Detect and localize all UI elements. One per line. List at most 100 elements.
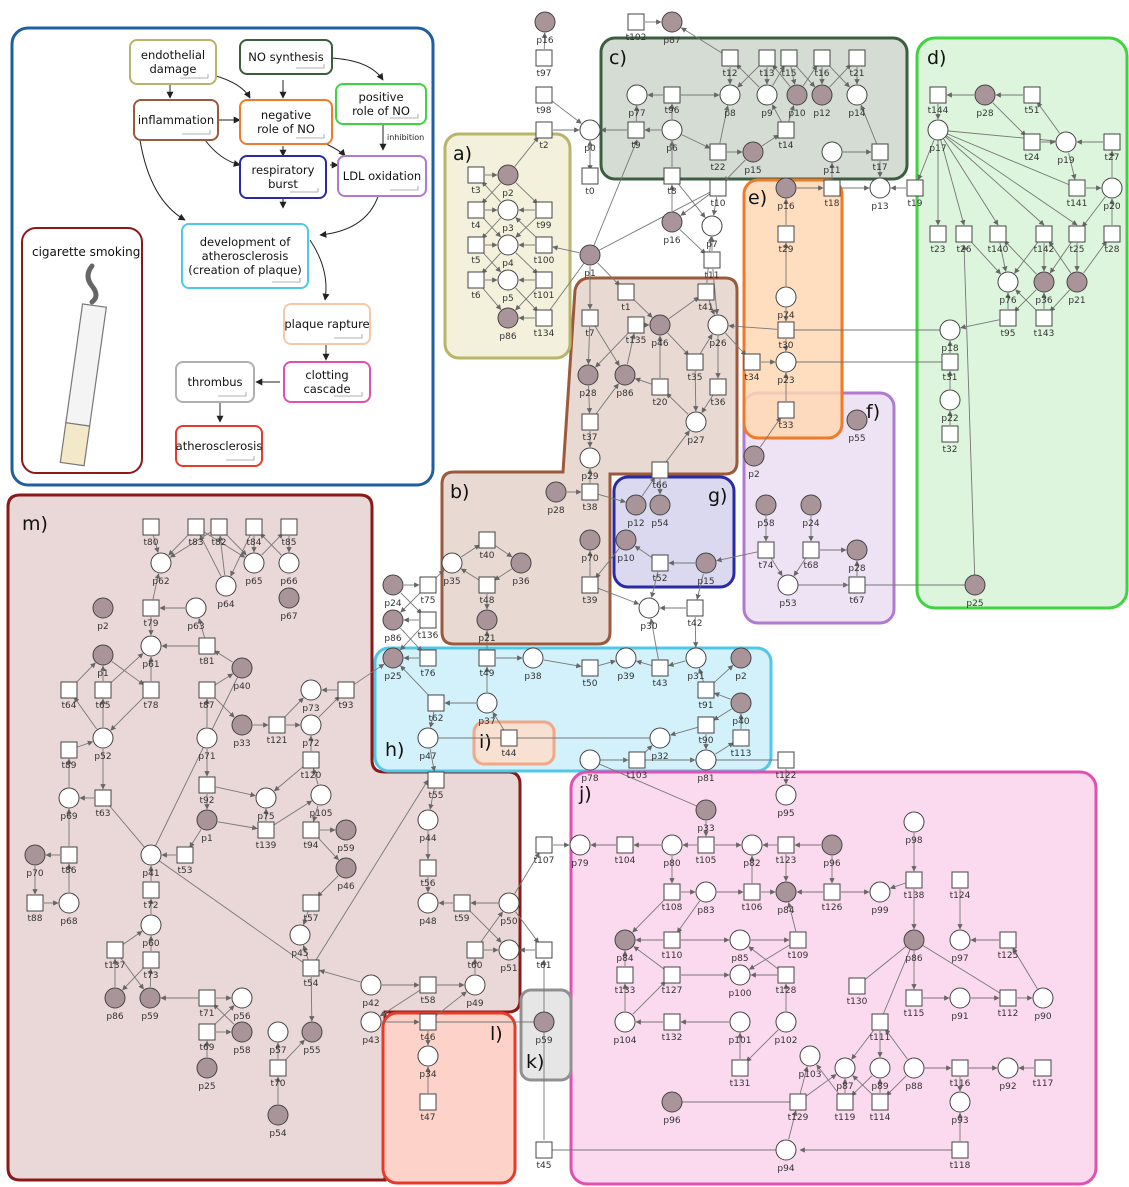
place-label: p103 [799,1070,822,1080]
transition-t54: t54 [302,959,320,989]
transition-t19: t19 [906,179,924,209]
arc [759,416,782,448]
transition-t108: t108 [662,883,683,913]
place-p25: p25 [196,1057,218,1092]
arc [150,667,243,856]
transition-label: t70 [271,1079,286,1089]
place-label: p25 [966,599,983,609]
place-label: p2 [97,622,108,632]
transition-t70: t70 [269,1059,287,1089]
transition-label: t11 [705,271,720,281]
place-p44: p44 [417,809,439,844]
place-label: p2 [735,672,746,682]
place-p69: p69 [58,787,80,822]
transition-t88: t88 [26,894,44,924]
place-p58: p58 [755,494,777,529]
place-p42: p42 [360,974,382,1009]
arc [793,557,807,577]
transition-t127: t127 [662,966,682,996]
arc [937,129,1045,226]
transition-t72: t72 [142,881,160,911]
arc [379,989,421,1017]
transition-label: t60 [468,961,483,971]
place-p7: p7 [701,215,723,250]
arc [852,1075,874,1097]
place-p48: p48 [417,892,439,927]
transition-t0: t0 [581,167,599,197]
transition-t6: t6 [467,271,485,301]
transition-t73: t73 [142,951,160,981]
transition-t36: t36 [709,378,727,408]
place-label: p87 [836,1082,853,1092]
transition-t69: t69 [198,1023,216,1053]
transition-label: t87 [200,701,215,711]
transition-label: t27 [1105,153,1120,163]
place-label: p6 [666,144,678,154]
transition-t59: t59 [453,894,471,924]
transition-t29: t29 [777,225,795,255]
place-p23: p23 [775,351,797,386]
place-p49: p49 [464,974,486,1009]
arc [585,326,592,365]
arc [632,898,667,933]
arc [737,64,761,88]
transition-label: t43 [653,679,668,689]
module-label-g: g) [708,485,727,507]
transition-t22: t22 [709,143,727,173]
place-label: p14 [848,109,865,119]
transition-label: t111 [870,1033,891,1043]
transition-t42: t42 [686,599,704,629]
arc [913,939,1009,999]
place-p16: p16 [775,177,797,212]
place-label: p10 [617,554,634,564]
place-label: p104 [614,1036,637,1046]
place-label: p73 [302,704,319,714]
place-label: p2 [502,189,513,199]
transition-t4: t4 [467,201,485,231]
transition-t90: t90 [697,716,715,746]
place-label: p55 [848,434,865,444]
place-p25: p25 [382,647,404,682]
transition-t55: t55 [427,771,445,801]
arc [794,64,816,88]
place-p47: p47 [417,727,439,762]
transition-label: t22 [711,163,726,173]
place-p0: p0 [579,119,601,154]
transition-t66: t66 [651,461,669,491]
legend-box-ldl: LDL oxidation [337,155,427,197]
transition-label: t67 [850,596,865,606]
transition-label: t119 [835,1113,856,1123]
place-p98: p98 [903,811,925,846]
legend-box-text: positive [358,90,403,104]
transition-t106: t106 [742,883,763,913]
transition-t85: t85 [280,518,298,548]
place-label: p7 [706,240,717,250]
transition-label: t105 [696,856,717,866]
arc [1012,947,1038,989]
legend-box-thrombus: thrombus [175,361,255,403]
place-label: p89 [871,1082,888,1092]
transition-t63: t63 [94,789,112,819]
transition-t41: t41 [697,283,715,313]
arc [860,104,878,144]
transition-label: t48 [480,596,495,606]
place-label: p11 [823,166,840,176]
place-label: p85 [731,954,748,964]
place-p86: p86 [382,609,404,644]
legend-box-plaque: plaque rapture [283,303,371,345]
place-label: p1 [584,269,595,279]
transition-t89: t89 [60,741,78,771]
transition-label: t72 [144,901,159,911]
transition-label: t99 [537,221,552,231]
place-p18: p18 [939,319,961,354]
transition-t141: t141 [1067,179,1087,209]
module-label-k: k) [526,1051,544,1073]
place-p24: p24 [800,494,822,529]
place-p72: p72 [300,714,322,749]
transition-t47: t47 [419,1093,437,1123]
place-label: p28 [976,109,993,119]
arc [712,665,734,685]
